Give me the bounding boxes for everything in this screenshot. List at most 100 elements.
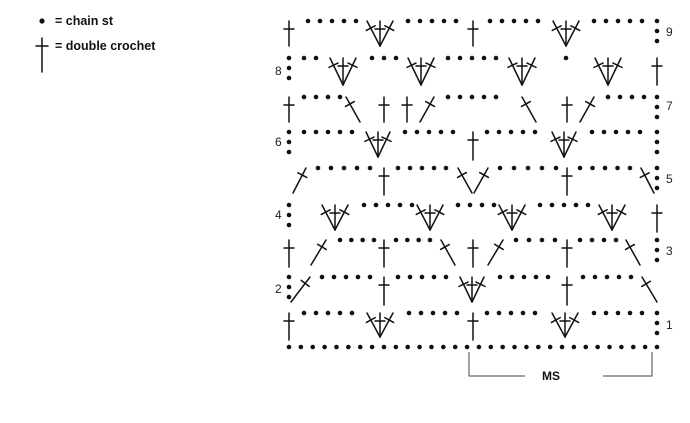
chain-stitch: [286, 149, 292, 155]
double-crochet: [467, 312, 479, 341]
double-crochet: [283, 239, 295, 268]
chain-stitch: [639, 310, 645, 316]
chain-stitch: [625, 129, 631, 135]
double-crochet: [611, 204, 627, 231]
chain-stitch: [654, 149, 660, 155]
chain-stitch: [493, 55, 499, 61]
chain-stitch: [325, 94, 331, 100]
chain-stitch: [313, 129, 319, 135]
chain-stitch: [539, 237, 545, 243]
chain-stitch: [520, 310, 526, 316]
double-crochet: [292, 167, 308, 194]
chain-stitch: [619, 344, 624, 350]
double-crochet: [597, 204, 613, 231]
double-crochet: [561, 96, 573, 123]
chain-stitch: [563, 55, 569, 61]
chain-stitch: [590, 165, 595, 171]
legend-dc-label: = double crochet: [55, 39, 156, 53]
double-crochet: [439, 239, 456, 266]
double-crochet: [487, 239, 504, 266]
chain-stitch: [481, 94, 487, 100]
double-crochet: [606, 204, 618, 231]
double-crochet: [378, 167, 390, 196]
row-label: 8: [275, 64, 282, 78]
double-crochet: [602, 57, 614, 86]
double-crochet-icon: [35, 37, 49, 73]
chain-stitch: [405, 18, 411, 24]
chain-stitch: [419, 165, 425, 171]
double-crochet: [559, 312, 571, 338]
chain-stitch: [488, 344, 494, 350]
chain-stitch: [286, 212, 292, 218]
row-label: 3: [666, 244, 673, 258]
chain-stitch: [457, 55, 463, 61]
chain-stitch: [589, 129, 595, 135]
chain-stitch: [381, 344, 387, 350]
chain-stitch: [601, 129, 607, 135]
chain-stitch: [617, 94, 623, 100]
chain-stitch: [354, 165, 360, 171]
chain-stitch: [500, 344, 505, 350]
chain-stitch: [417, 18, 423, 24]
row-label: 4: [275, 208, 282, 222]
chain-stitch: [497, 274, 503, 280]
chain-stitch: [407, 274, 413, 280]
chain-stitch: [357, 344, 363, 350]
chain-stitch: [615, 310, 621, 316]
double-crochet: [420, 57, 436, 86]
chain-stitch: [367, 274, 373, 280]
chain-stitch: [395, 274, 401, 280]
chain-stitch: [301, 310, 307, 316]
chain-stitch: [393, 237, 399, 243]
chain-stitch: [427, 237, 433, 243]
double-crochet: [497, 204, 513, 231]
chain-stitch: [385, 202, 391, 208]
double-crochet: [379, 20, 395, 47]
chain-stitch: [496, 129, 502, 135]
chain-stitch: [583, 344, 589, 350]
chain-stitch: [479, 202, 485, 208]
chain-stitch: [580, 274, 586, 280]
chain-stitch: [532, 310, 538, 316]
chain-stitch: [509, 274, 515, 280]
chain-stitch: [367, 165, 373, 171]
double-crochet: [406, 57, 422, 86]
chain-stitch: [602, 165, 608, 171]
double-crochet: [550, 312, 566, 338]
chain-stitch: [369, 55, 375, 61]
stitch-grid: [283, 18, 663, 350]
double-crochet: [551, 20, 567, 47]
row-label: 5: [666, 172, 673, 186]
chain-stitch: [511, 165, 517, 171]
chain-stitch: [497, 165, 503, 171]
chain-stitch: [469, 94, 475, 100]
double-crochet: [651, 57, 663, 86]
chain-stitch: [476, 344, 482, 350]
double-crochet: [365, 312, 381, 338]
chain-stitch: [513, 237, 519, 243]
chain-stitch: [313, 310, 319, 316]
chain-stitch: [493, 94, 499, 100]
chain-stitch: [487, 18, 493, 24]
chain-stitch: [346, 344, 351, 350]
chain-stitch: [520, 129, 526, 135]
chain-stitch: [305, 18, 311, 24]
chain-stitch: [334, 344, 339, 350]
chain-stitch: [286, 65, 292, 71]
chain-stitch: [373, 202, 379, 208]
double-crochet: [283, 20, 295, 47]
chain-stitch: [630, 344, 636, 350]
chain-stitch: [360, 237, 365, 243]
chain-stitch: [484, 310, 490, 316]
chain-stitch: [533, 274, 539, 280]
chain-stitch: [535, 344, 541, 350]
chain-stitch: [539, 165, 545, 171]
chain-stitch: [371, 237, 377, 243]
chain-stitch: [438, 129, 444, 135]
repeat-label: MS: [542, 369, 560, 383]
chain-stitch: [407, 165, 413, 171]
chain-stitch: [313, 55, 319, 61]
chain-stitch: [537, 202, 543, 208]
double-crochet: [424, 204, 436, 231]
chain-stitch: [654, 320, 660, 326]
